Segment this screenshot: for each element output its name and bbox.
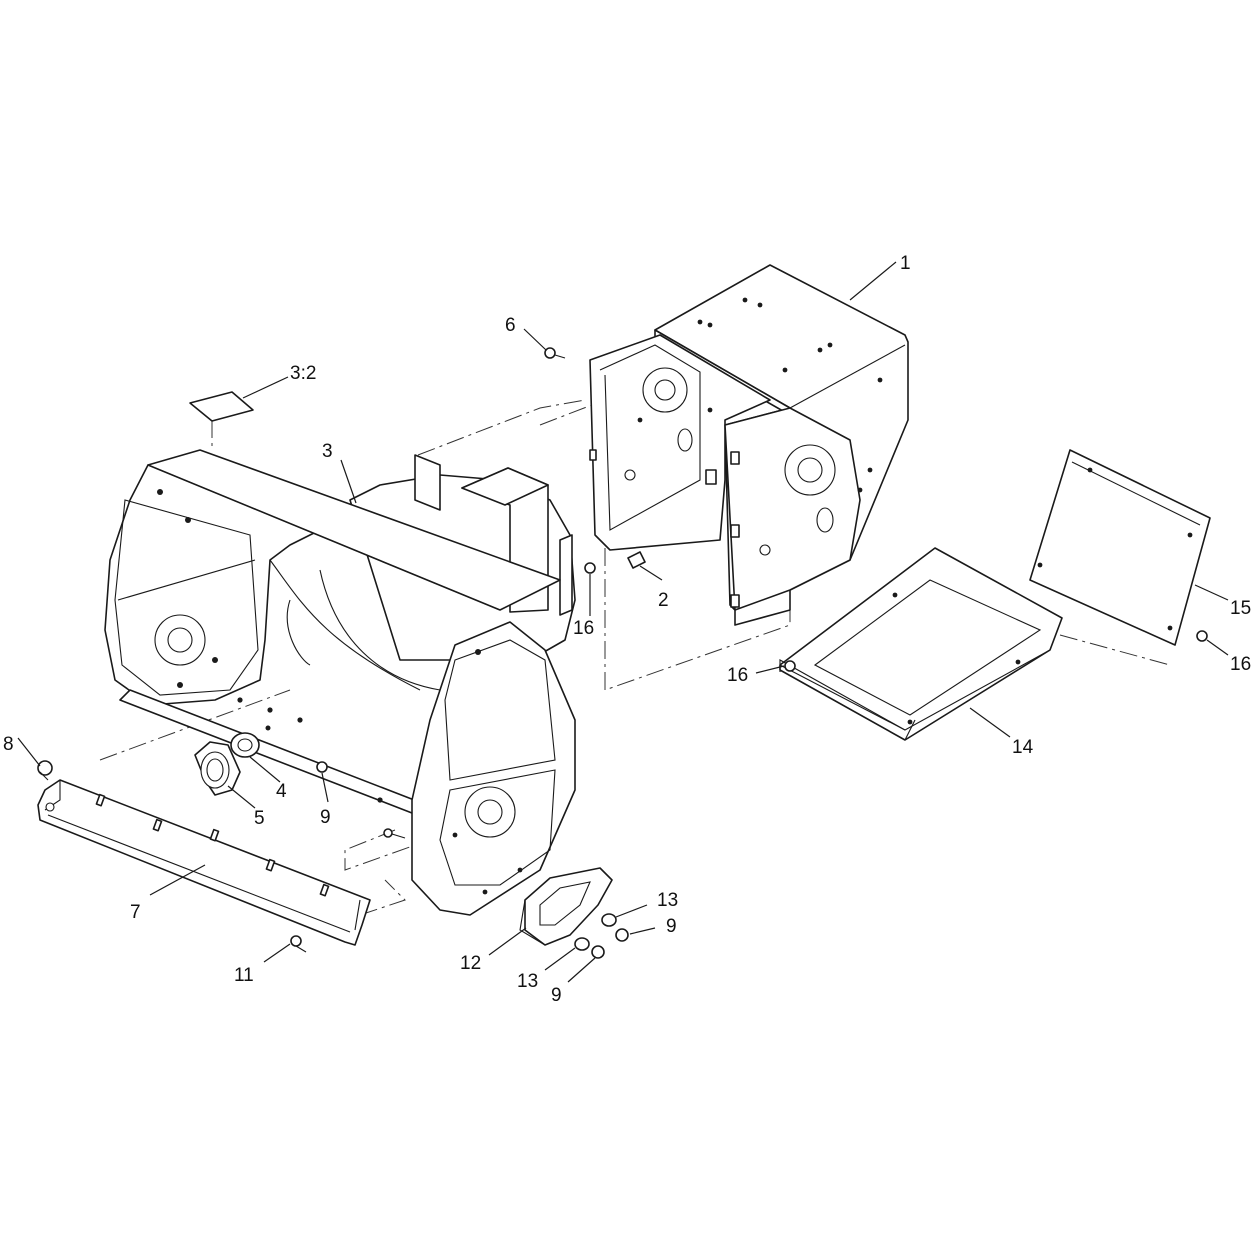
callout-labels: 1 2 3 3:2 4 5 6 7 8 9 9 9 11 12 13 13 14… <box>3 253 1251 1006</box>
carriage-bolt <box>37 760 53 781</box>
frame-housing <box>589 264 909 626</box>
callout-8: 8 <box>3 734 14 755</box>
shield-plate <box>1029 449 1211 646</box>
callout-6: 6 <box>505 315 516 336</box>
callout-9-a: 9 <box>320 807 331 828</box>
leader-lines <box>17 261 1229 983</box>
callout-3-2: 3:2 <box>290 363 316 384</box>
callout-3: 3 <box>322 441 333 462</box>
callout-13-b: 13 <box>517 971 538 992</box>
callout-14: 14 <box>1012 737 1034 758</box>
bolt <box>290 935 307 953</box>
callout-12: 12 <box>460 953 481 974</box>
callout-5: 5 <box>254 808 265 829</box>
shoulder-screw <box>544 347 566 359</box>
callout-9-c: 9 <box>551 985 562 1006</box>
scraper-bar <box>37 779 371 946</box>
callout-16-c: 16 <box>727 665 748 686</box>
label-decal <box>189 391 254 422</box>
callout-1: 1 <box>900 253 911 274</box>
bearing-and-flange <box>194 725 271 796</box>
callout-16-b: 16 <box>1230 654 1251 675</box>
callout-15: 15 <box>1230 598 1251 619</box>
skid-bolt <box>383 828 406 839</box>
callout-16-a: 16 <box>573 618 594 639</box>
bottom-cover <box>779 547 1063 741</box>
clip <box>627 551 646 569</box>
callout-9-b: 9 <box>666 916 677 937</box>
flat-washer <box>574 913 617 951</box>
auger-housing <box>104 449 576 916</box>
skid-shoe <box>519 867 613 946</box>
callout-13-a: 13 <box>657 890 678 911</box>
callout-2: 2 <box>658 590 669 611</box>
callout-11: 11 <box>234 965 254 986</box>
callout-4: 4 <box>276 781 287 802</box>
screw <box>584 562 1208 672</box>
hex-nut <box>316 761 629 959</box>
callout-7: 7 <box>130 902 141 923</box>
